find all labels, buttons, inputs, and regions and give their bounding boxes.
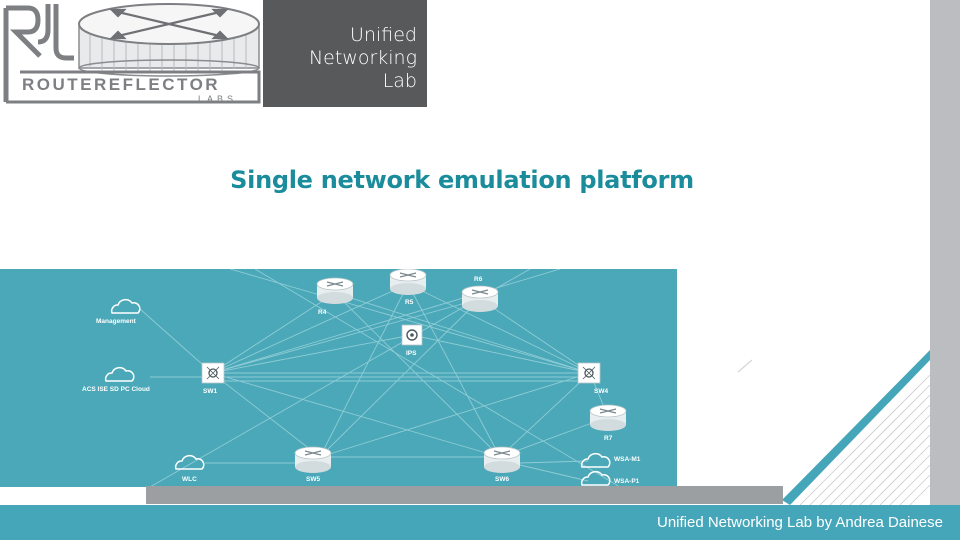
switch-sw5-label: SW5	[306, 476, 320, 483]
unl-logo: Unified Networking Lab	[263, 0, 427, 107]
switch-sw6-label: SW6	[495, 476, 509, 483]
wlc-label: WLC	[182, 476, 197, 483]
router-r4-icon	[316, 277, 354, 304]
router-sw5-icon	[294, 446, 332, 473]
unl-logo-line-1: Unified	[350, 24, 417, 46]
teal-diagonal-band	[782, 350, 930, 505]
wsa-p1-label: WSA-P1	[614, 478, 640, 485]
wsa-m1-label: WSA-M1	[614, 456, 641, 463]
rjl-monogram	[3, 4, 74, 102]
switch-sw1-label: SW1	[203, 388, 217, 395]
router-r7-label: R7	[604, 435, 613, 442]
routereflector-logo: ROUTEREFLECTOR LABS	[0, 0, 263, 107]
decorative-stripes	[737, 350, 931, 506]
router-r5-label: R5	[405, 299, 414, 306]
right-side-bar	[930, 0, 960, 505]
gray-strip	[146, 486, 783, 504]
router-r7-icon	[589, 404, 627, 431]
wlc-cloud-icon	[174, 455, 205, 470]
unl-logo-line-3: Lab	[382, 70, 417, 92]
switch-sw1-icon	[201, 362, 225, 384]
router-sw6-icon	[483, 446, 521, 473]
wsa-m1-cloud-icon	[580, 453, 611, 468]
diagram-links	[139, 269, 621, 487]
unl-logo-text: Unified Networking Lab	[309, 24, 417, 93]
router-r6-label: R6	[474, 276, 483, 283]
acs-label: ACS ISE SD PC Cloud	[82, 386, 150, 393]
switch-sw4-icon	[577, 362, 601, 384]
management-cloud-icon	[110, 299, 141, 314]
unl-logo-line-2: Networking	[308, 47, 417, 69]
wsa-p1-cloud-icon	[580, 471, 611, 486]
logo-name-text: ROUTEREFLECTOR	[22, 75, 220, 94]
switch-sw4-label: SW4	[594, 388, 608, 395]
ips-icon	[401, 324, 423, 346]
router-r4-label: R4	[318, 309, 327, 316]
cylinder-graphic	[78, 3, 260, 77]
network-diagram: Management ACS ISE SD PC Cloud WLC WSA-M…	[0, 269, 677, 487]
router-r6-icon	[461, 285, 499, 312]
router-r5-icon	[389, 269, 427, 295]
footer-bar: Unified Networking Lab by Andrea Dainese	[0, 505, 960, 540]
ips-label: IPS	[406, 350, 417, 357]
footer-text: Unified Networking Lab by Andrea Dainese	[656, 514, 943, 531]
routereflector-logo-graphic: ROUTEREFLECTOR LABS	[3, 3, 261, 104]
logo-labs-text: LABS	[198, 94, 237, 104]
acs-cloud-icon	[104, 367, 135, 382]
management-label: Management	[96, 318, 137, 325]
page-title: Single network emulation platform	[230, 166, 694, 194]
